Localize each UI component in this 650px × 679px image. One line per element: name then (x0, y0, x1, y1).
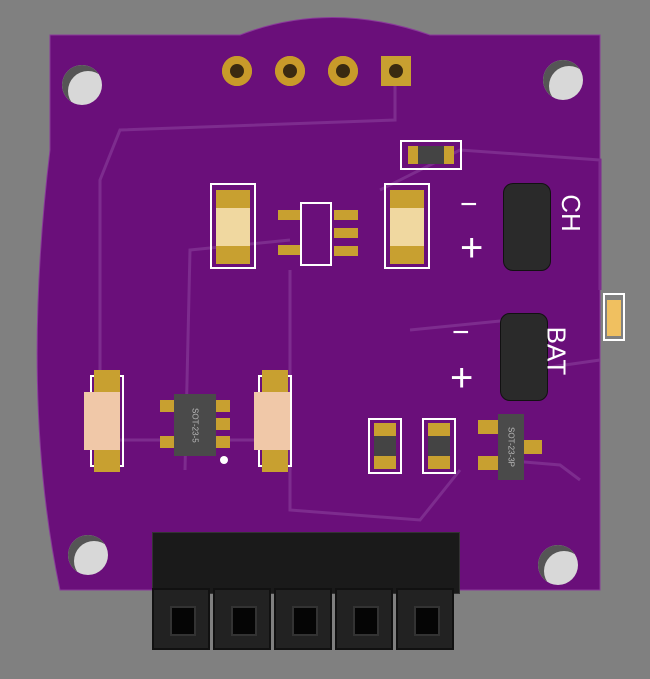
pin1-marker (220, 456, 228, 464)
ic-pad (160, 400, 176, 412)
ic-outline (300, 202, 332, 266)
resistor-outline (422, 418, 456, 474)
header-socket[interactable] (274, 588, 332, 650)
led-body (84, 392, 120, 450)
ic-pad (278, 210, 300, 220)
ch-label: CH (555, 194, 586, 232)
ic-sot23-5[interactable]: SOT-23-5 (174, 394, 216, 456)
bat-plus-label: + (450, 356, 474, 400)
ic-pad (214, 436, 230, 448)
mounting-hole (62, 65, 102, 105)
led-outline (603, 293, 625, 341)
mounting-hole (68, 535, 108, 575)
transistor-pad (478, 420, 500, 434)
capacitor-outline (210, 183, 256, 269)
header-socket[interactable] (152, 588, 210, 650)
ic-pad (214, 400, 230, 412)
female-header-top (152, 532, 460, 594)
battery-connector[interactable] (500, 313, 548, 401)
transistor-pad (520, 440, 542, 454)
resistor-body (428, 436, 450, 456)
transistor-sot23-3p[interactable]: SOT-23-3P (498, 414, 524, 480)
header-pin-pad-square (381, 56, 411, 86)
led-body (254, 392, 290, 450)
resistor-outline (400, 140, 462, 170)
capacitor-terminal (390, 190, 424, 208)
header-pin-pad (222, 56, 252, 86)
capacitor-outline (384, 183, 430, 269)
header-pin-pad (328, 56, 358, 86)
ch-minus-label: − (460, 188, 478, 221)
header-socket[interactable] (335, 588, 393, 650)
ic-pad (278, 245, 300, 255)
ic-pad (334, 228, 358, 238)
header-socket[interactable] (396, 588, 454, 650)
ic-pad (214, 418, 230, 430)
mounting-hole (538, 545, 578, 585)
bat-minus-label: − (452, 316, 470, 349)
resistor-body (418, 146, 444, 164)
bat-label: BAT (541, 326, 572, 376)
ic-pad (334, 246, 358, 256)
resistor-body (374, 436, 396, 456)
ic-pad (160, 436, 176, 448)
capacitor-terminal (390, 246, 424, 264)
transistor-pad (478, 456, 500, 470)
ch-plus-label: + (460, 226, 484, 270)
charge-connector[interactable] (503, 183, 551, 271)
resistor-outline (368, 418, 402, 474)
capacitor-terminal (216, 190, 250, 208)
led (607, 300, 621, 336)
header-pin-pad (275, 56, 305, 86)
ic-pad (334, 210, 358, 220)
mounting-hole (543, 60, 583, 100)
header-socket[interactable] (213, 588, 271, 650)
capacitor-terminal (216, 246, 250, 264)
